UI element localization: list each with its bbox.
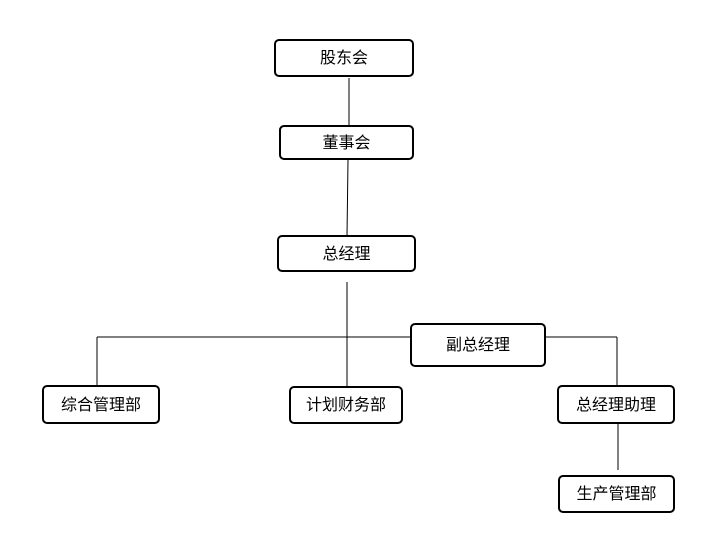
line-board-to-general-manager bbox=[346, 159, 349, 237]
node-planning-finance-dept: 计划财务部 bbox=[289, 386, 403, 424]
node-general-manager: 总经理 bbox=[277, 235, 416, 272]
node-board: 董事会 bbox=[279, 125, 414, 160]
node-general-admin-dept: 综合管理部 bbox=[42, 385, 160, 424]
node-gm-assistant: 总经理助理 bbox=[557, 385, 675, 424]
node-deputy-general-manager: 副总经理 bbox=[410, 323, 546, 367]
node-shareholders: 股东会 bbox=[274, 39, 414, 77]
node-production-mgmt-dept: 生产管理部 bbox=[558, 475, 675, 513]
